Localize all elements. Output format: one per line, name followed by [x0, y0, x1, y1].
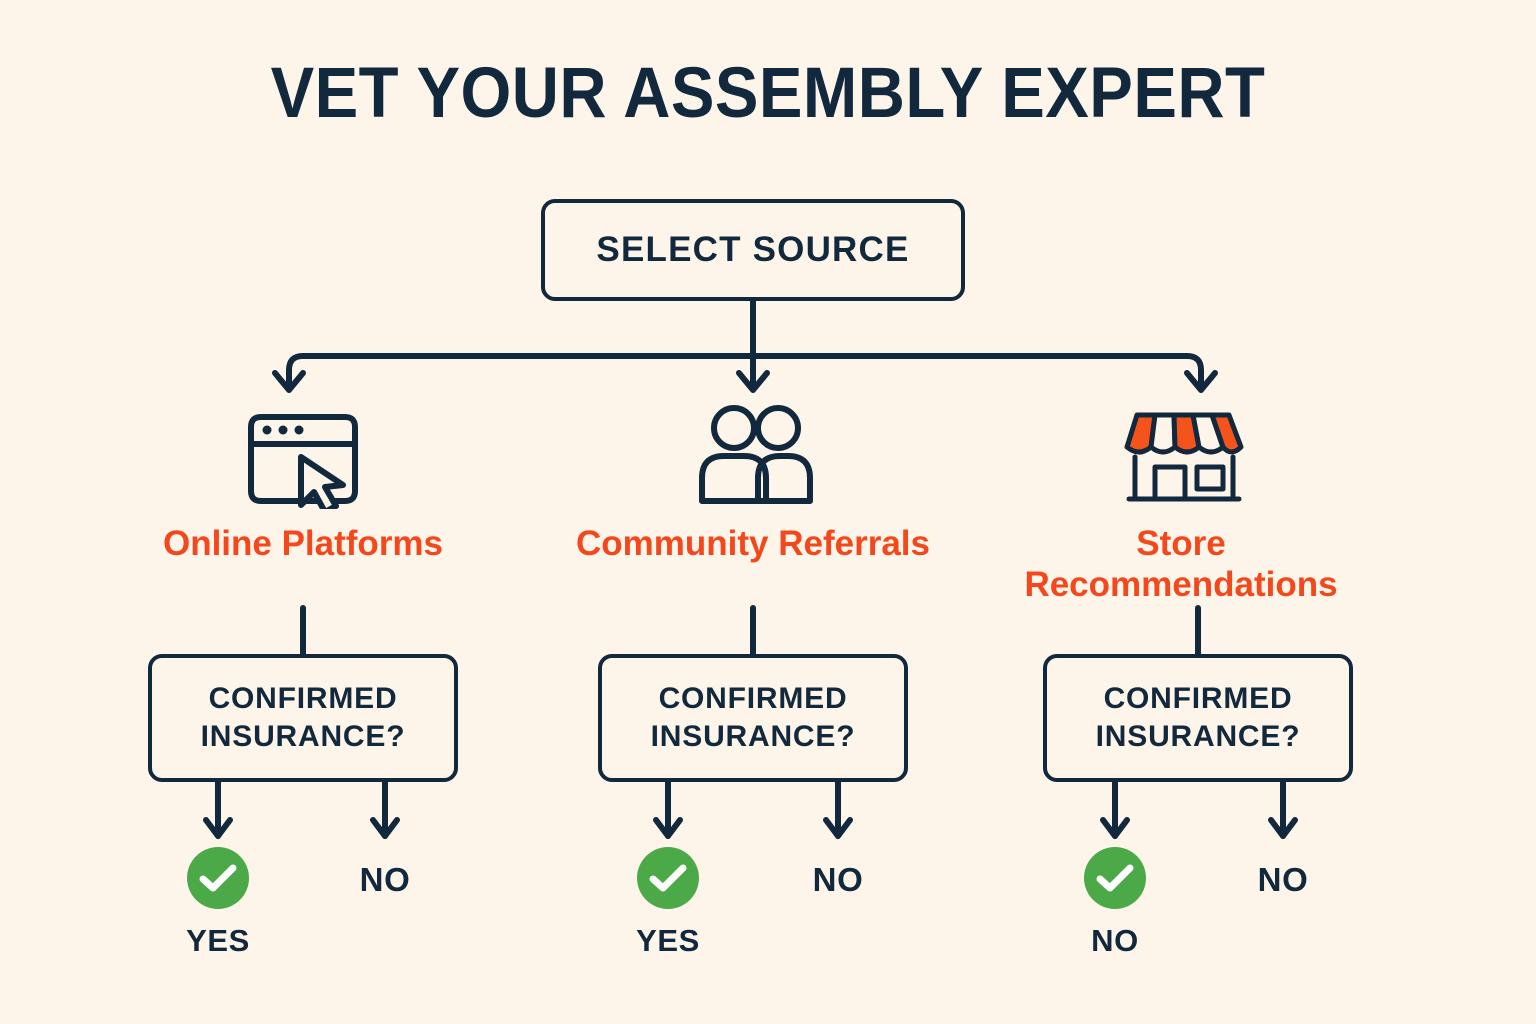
decision-label-3: CONFIRMED INSURANCE? [1095, 681, 1301, 753]
branch-store-recommendations: Store Recommendations [971, 398, 1391, 606]
outcome-positive-label-1: YES [186, 923, 250, 958]
outcome-positive-2: YES [588, 847, 748, 959]
source-label-community-referrals: Community Referrals [576, 524, 930, 563]
storefront-icon [971, 398, 1391, 510]
select-source-label: SELECT SOURCE [596, 230, 910, 269]
select-source-node[interactable]: SELECT SOURCE [541, 199, 965, 301]
branch-online-platforms: Online Platforms [93, 398, 513, 565]
outcome-negative-3: NO [1203, 847, 1363, 899]
outcome-positive-label-2: YES [636, 923, 700, 958]
outcome-negative-2: NO [758, 847, 918, 899]
check-circle-icon [187, 847, 249, 909]
outcome-negative-label-3: NO [1257, 861, 1309, 898]
page-title: VET YOUR ASSEMBLY EXPERT [270, 54, 1266, 133]
check-circle-icon [1084, 847, 1146, 909]
outcome-negative-label-1: NO [359, 861, 411, 898]
decision-node-insurance-2[interactable]: CONFIRMED INSURANCE? [598, 654, 908, 782]
decision-node-insurance-3[interactable]: CONFIRMED INSURANCE? [1043, 654, 1353, 782]
branch-community-referrals: Community Referrals [543, 398, 963, 565]
decision-node-insurance-1[interactable]: CONFIRMED INSURANCE? [148, 654, 458, 782]
check-circle-icon [637, 847, 699, 909]
outcome-negative-1: NO [305, 847, 465, 899]
two-people-icon [543, 398, 963, 510]
source-label-online-platforms: Online Platforms [162, 524, 444, 563]
decision-label-1: CONFIRMED INSURANCE? [200, 681, 406, 753]
outcome-negative-label-2: NO [812, 861, 864, 898]
outcome-positive-1: YES [138, 847, 298, 959]
browser-window-cursor-icon [93, 398, 513, 510]
source-label-store-recommendations: Store Recommendations [1024, 524, 1338, 604]
outcome-positive-3: NO [1035, 847, 1195, 959]
outcome-positive-label-3: NO [1091, 923, 1139, 958]
decision-label-2: CONFIRMED INSURANCE? [650, 681, 856, 753]
